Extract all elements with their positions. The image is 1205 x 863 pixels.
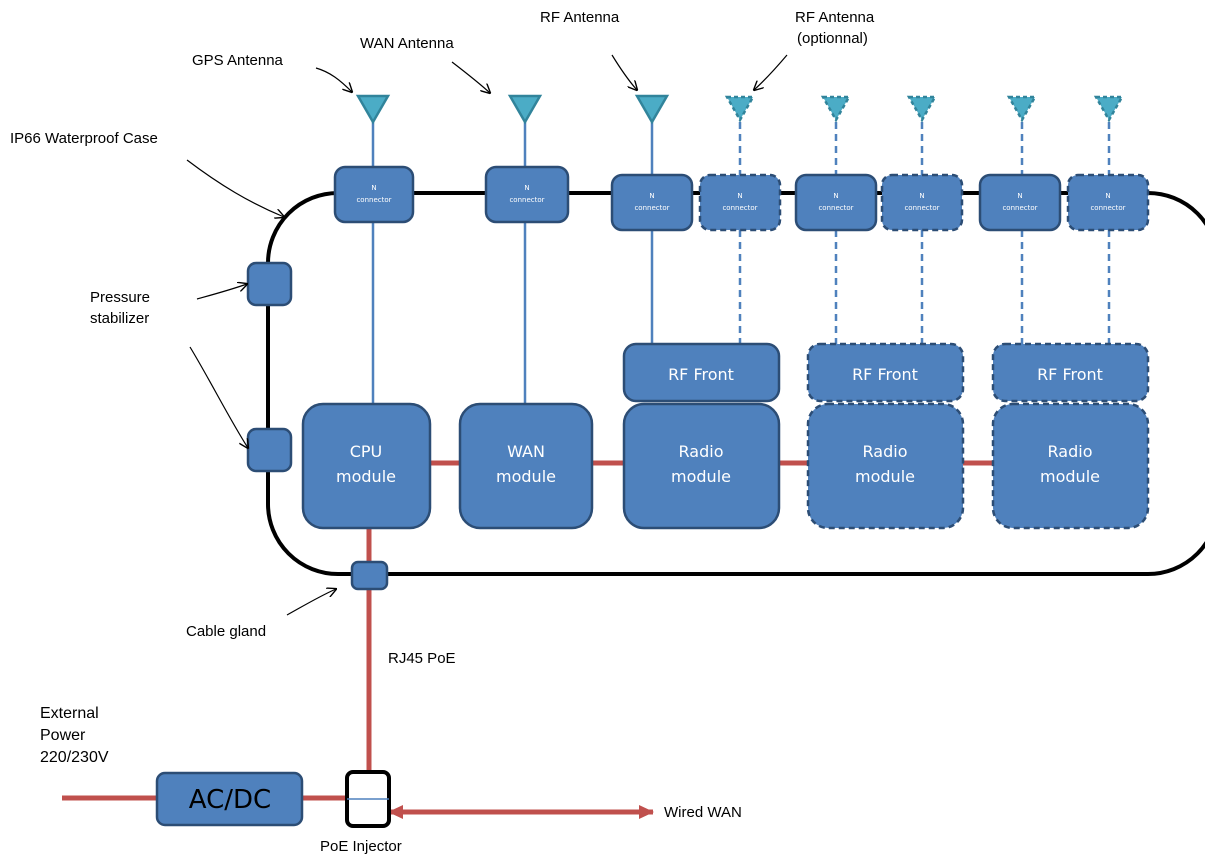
rf-antenna-optional-icon [820, 95, 852, 123]
n-connector-rf-3 [978, 173, 1062, 232]
connector-label: N [1017, 192, 1022, 200]
connector-label: connector [722, 204, 757, 212]
n-connectors: N connector N connector N connector N co… [333, 165, 1150, 232]
case-label: IP66 Waterproof Case [10, 130, 158, 147]
rf-antenna-icon [634, 94, 670, 125]
acdc-label: AC/DC [189, 785, 271, 815]
pressure-stabilizer-bottom [246, 427, 293, 473]
cpu-module-label: CPU [350, 442, 383, 461]
n-connector-rf-optional [1066, 173, 1150, 232]
radio-module-label: module [671, 467, 731, 486]
rf-antenna-optional-label: (optionnal) [797, 30, 868, 47]
connector-label: connector [1090, 204, 1125, 212]
pressure-stabilizer-top [246, 261, 293, 307]
rf-antenna-optional-icon [906, 95, 938, 123]
rf-front-2 [806, 342, 965, 403]
n-connector-gps [333, 165, 415, 224]
pressure-stabilizer-label: Pressure [90, 289, 150, 306]
cable-gland-label: Cable gland [186, 623, 266, 640]
rj45-poe-label: RJ45 PoE [388, 650, 456, 667]
wan-module-label: module [496, 467, 556, 486]
cable-gland [350, 560, 389, 591]
acdc-converter [155, 771, 304, 827]
radio-module-3 [991, 402, 1150, 530]
connector-label: connector [634, 204, 669, 212]
connector-label: N [919, 192, 924, 200]
rf-antenna-optional-icon [1006, 95, 1038, 123]
n-connector-rf [610, 173, 694, 232]
wan-module [458, 402, 594, 530]
pressure-stabilizer-label: stabilizer [90, 310, 149, 327]
n-connector-rf-2 [794, 173, 878, 232]
connector-label: connector [509, 196, 544, 204]
wan-antenna-icon [507, 94, 543, 125]
rf-antenna-optional-label: RF Antenna [795, 9, 875, 26]
connector-label: N [833, 192, 838, 200]
cpu-module-label: module [336, 467, 396, 486]
rf-front-label: RF Front [668, 365, 734, 384]
radio-module-label: Radio [863, 442, 908, 461]
connector-label: N [524, 184, 529, 192]
external-power-label: Power [40, 727, 86, 744]
radio-module-label: Radio [1048, 442, 1093, 461]
gps-antenna-label: GPS Antenna [192, 52, 284, 69]
external-power-label: 220/230V [40, 749, 109, 766]
pointer-arrows [186, 54, 788, 616]
connector-label: connector [818, 204, 853, 212]
connector-label: N [649, 192, 654, 200]
radio-module-label: Radio [679, 442, 724, 461]
modules: CPU module WAN module Radio module Radio… [301, 402, 1150, 530]
connector-label: N [371, 184, 376, 192]
wired-wan-label: Wired WAN [664, 804, 742, 821]
n-connector-rf-optional [698, 173, 782, 232]
wan-module-label: WAN [507, 442, 545, 461]
radio-module-label: module [1040, 467, 1100, 486]
radio-module-2 [806, 402, 965, 530]
connector-label: connector [1002, 204, 1037, 212]
rf-front-1 [622, 342, 781, 403]
n-connector-rf-optional [880, 173, 964, 232]
radio-module-label: module [855, 467, 915, 486]
rf-front-3 [991, 342, 1150, 403]
external-power-label: External [40, 705, 99, 722]
antennas [355, 94, 1125, 125]
connector-label: N [1105, 192, 1110, 200]
wan-antenna-label: WAN Antenna [360, 35, 454, 52]
connector-label: connector [356, 196, 391, 204]
cpu-module [301, 402, 432, 530]
rf-antenna-optional-icon [724, 95, 756, 123]
rf-antenna-label: RF Antenna [540, 9, 620, 26]
radio-module-1 [622, 402, 781, 530]
antenna-feed-lines [371, 110, 1111, 404]
rf-front-boxes: RF Front RF Front RF Front [622, 342, 1150, 403]
poe-injector-label: PoE Injector [320, 838, 402, 855]
n-connector-wan [484, 165, 570, 224]
module-links [62, 460, 993, 819]
rf-antenna-optional-icon [1093, 95, 1125, 123]
connector-label: N [737, 192, 742, 200]
rf-front-label: RF Front [1037, 365, 1103, 384]
gps-antenna-icon [355, 94, 391, 125]
rf-front-label: RF Front [852, 365, 918, 384]
connector-label: connector [904, 204, 939, 212]
